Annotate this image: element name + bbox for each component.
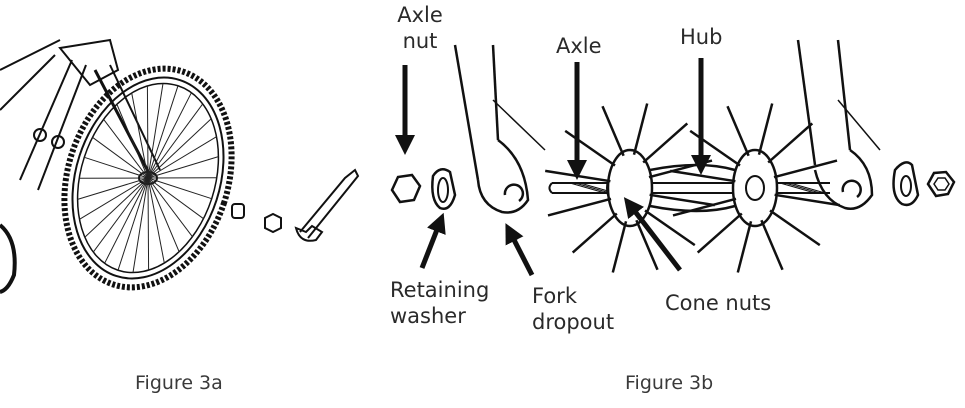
hub-spoke	[768, 123, 812, 162]
hub-spoke	[761, 220, 782, 270]
label-retaining-washer: Retaining washer	[390, 277, 489, 329]
label-retaining-washer-line2: washer	[390, 303, 489, 329]
hub-spoke	[738, 221, 751, 272]
wheel-spoke	[148, 104, 203, 178]
wheel-spoke	[148, 178, 164, 263]
hub-spoke	[545, 171, 610, 181]
hub-spoke	[670, 171, 735, 181]
wheel-spoke	[148, 178, 192, 237]
hub-spoke	[690, 131, 740, 166]
wheel-spoke	[148, 178, 212, 199]
figure-3a-bike	[0, 40, 358, 309]
label-fork-dropout-line1: Fork	[532, 283, 614, 309]
wheel-spoke	[84, 157, 148, 178]
retaining-washer-arrow	[422, 222, 440, 268]
hub-spoke	[759, 104, 772, 155]
figure-3b-spokes	[545, 104, 840, 273]
label-retaining-washer-line1: Retaining	[390, 277, 489, 303]
figure-3a-spokes	[78, 84, 219, 273]
hub-spoke	[565, 131, 615, 166]
hub-spoke	[698, 214, 742, 253]
label-fork-dropout: Fork dropout	[532, 283, 614, 335]
hub-spoke	[728, 106, 749, 156]
wheel-spoke	[147, 86, 148, 178]
label-axle-nut-line1: Axle	[385, 2, 455, 28]
hub-spoke	[645, 211, 695, 246]
label-hub: Hub	[680, 24, 722, 50]
fork-dropout-arrow	[510, 232, 532, 275]
label-cone-nuts: Cone nuts	[665, 290, 771, 316]
hub-spoke	[613, 221, 626, 272]
label-axle-nut-line2: nut	[385, 28, 455, 54]
hub-spoke	[650, 195, 715, 205]
caption-figure-3a: Figure 3a	[135, 372, 223, 394]
caption-figure-3b: Figure 3b	[625, 372, 713, 394]
wheel-spoke	[132, 93, 148, 178]
wheel-spoke	[148, 178, 149, 270]
hub-spoke	[774, 161, 837, 178]
hub-spoke	[634, 104, 647, 155]
label-fork-dropout-line2: dropout	[532, 309, 614, 335]
hub-spoke	[573, 214, 617, 253]
wheel-spoke	[93, 178, 148, 252]
hub-spoke	[603, 106, 624, 156]
hub-spoke	[770, 211, 820, 246]
label-axle: Axle	[556, 33, 602, 59]
hub-spoke	[548, 199, 611, 216]
hub-spoke	[643, 123, 687, 162]
wheel-spoke	[78, 178, 148, 199]
label-axle-nut: Axle nut	[385, 2, 455, 54]
cone-nuts-arrow	[630, 205, 680, 270]
